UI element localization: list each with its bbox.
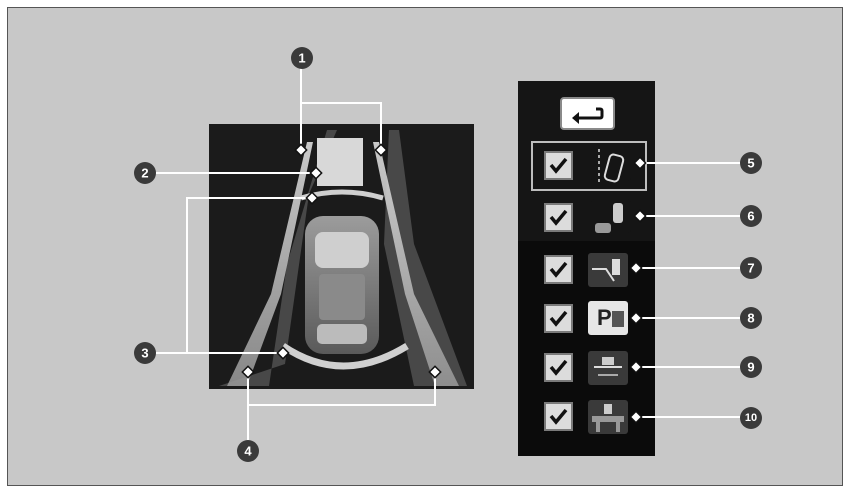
callout-line-4 <box>248 372 435 405</box>
anchor-diamond <box>429 366 440 377</box>
callout-line-1 <box>301 103 381 150</box>
anchor-diamond <box>375 144 386 155</box>
callout-number-6: 6 <box>747 209 754 224</box>
anchor-diamond <box>634 210 645 221</box>
anchor-diamond <box>310 167 321 178</box>
anchor-diamond <box>277 347 288 358</box>
callout-number-7: 7 <box>747 261 754 276</box>
anchor-diamond <box>306 192 317 203</box>
callout-number-3: 3 <box>141 346 148 361</box>
callout-line-3 <box>187 198 312 353</box>
anchor-diamond <box>295 144 306 155</box>
anchor-diamond <box>630 262 641 273</box>
callout-number-10: 10 <box>745 412 757 424</box>
callout-number-9: 9 <box>747 360 754 375</box>
anchor-diamond <box>242 366 253 377</box>
callout-number-2: 2 <box>141 166 148 181</box>
anchor-diamond <box>634 157 645 168</box>
anchor-diamond <box>630 411 641 422</box>
callout-number-4: 4 <box>244 444 252 459</box>
anchor-diamond <box>630 312 641 323</box>
callout-number-1: 1 <box>298 51 305 66</box>
callout-number-5: 5 <box>747 156 754 171</box>
callout-number-8: 8 <box>747 311 754 326</box>
anchor-diamond <box>630 361 641 372</box>
